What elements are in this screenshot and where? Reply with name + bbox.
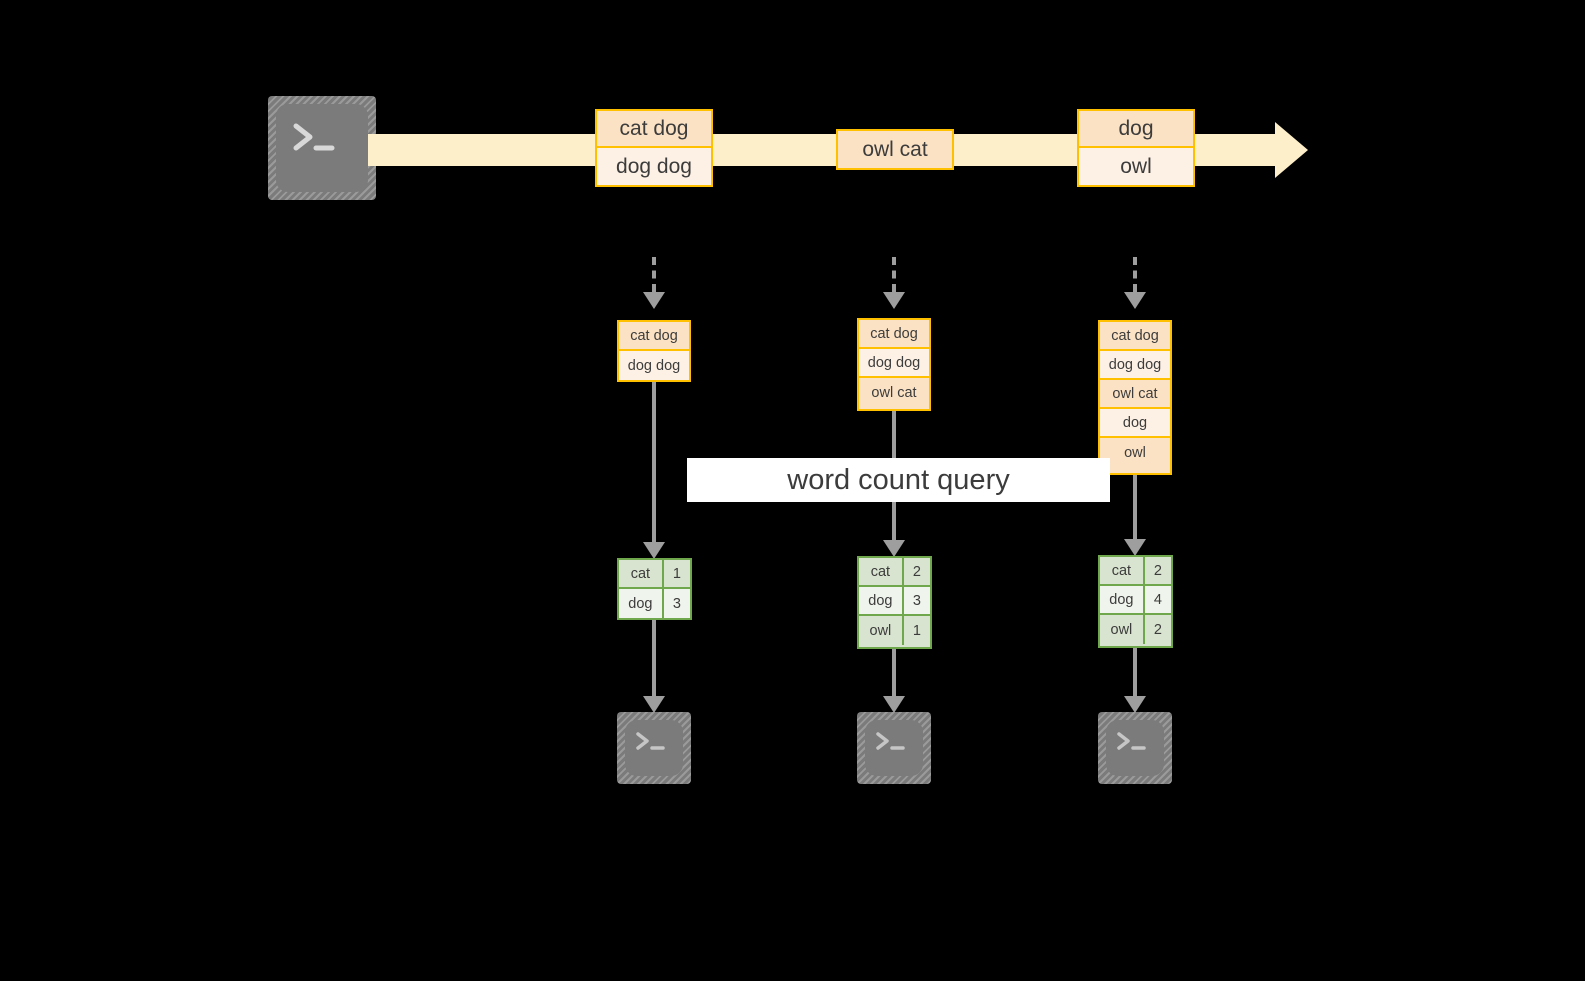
producer-terminal-icon — [268, 96, 376, 200]
result-count: 3 — [903, 587, 930, 614]
result-count: 2 — [903, 558, 930, 585]
stream-event-group-3: dog owl — [1077, 109, 1195, 187]
snapshot-input-row: cat dog — [859, 320, 929, 349]
result-word: dog — [619, 589, 664, 618]
result-row: dog 3 — [859, 587, 930, 616]
snapshot-1-consumer-terminal-icon — [617, 712, 691, 784]
result-word: cat — [619, 560, 664, 587]
snapshot-3-consumer-terminal-icon — [1098, 712, 1172, 784]
snapshot-1-input-box: cat dog dog dog — [617, 320, 691, 382]
snapshot-input-row: owl cat — [859, 378, 929, 407]
snapshot-3-query-line — [1133, 475, 1137, 539]
stream-event-row: cat dog — [597, 111, 711, 148]
result-count: 4 — [1144, 586, 1171, 613]
stream-tap-arrowhead-2 — [883, 292, 905, 309]
terminal-screen — [625, 720, 683, 776]
snapshot-input-row: owl cat — [1100, 380, 1170, 409]
snapshot-1-query-line — [652, 382, 656, 542]
terminal-prompt-glyph — [876, 732, 905, 750]
snapshot-2-output-arrowhead — [883, 696, 905, 713]
snapshot-input-row: cat dog — [619, 322, 689, 351]
result-count: 2 — [1144, 615, 1171, 644]
terminal-screen — [865, 720, 923, 776]
snapshot-1-output-line — [652, 620, 656, 696]
stream-event-row: dog dog — [597, 148, 711, 185]
snapshot-3-result-table: cat 2 dog 4 owl 2 — [1098, 555, 1173, 648]
result-word: owl — [859, 616, 904, 645]
result-count: 3 — [663, 589, 690, 618]
result-count: 1 — [663, 560, 690, 587]
snapshot-input-row: dog dog — [619, 351, 689, 380]
snapshot-input-row: owl — [1100, 438, 1170, 467]
terminal-prompt-glyph — [1117, 732, 1146, 750]
snapshot-2-input-box: cat dog dog dog owl cat — [857, 318, 931, 411]
snapshot-3-output-arrowhead — [1124, 696, 1146, 713]
stream-tap-line-3 — [1133, 257, 1137, 292]
snapshot-2-consumer-terminal-icon — [857, 712, 931, 784]
snapshot-2-result-table: cat 2 dog 3 owl 1 — [857, 556, 932, 649]
result-row: owl 1 — [859, 616, 930, 645]
stream-tap-line-1 — [652, 257, 656, 292]
result-row: cat 2 — [1100, 557, 1171, 586]
snapshot-2-output-line — [892, 649, 896, 696]
snapshot-1-output-arrowhead — [643, 696, 665, 713]
snapshot-3-output-line — [1133, 648, 1137, 696]
terminal-prompt-glyph — [293, 123, 335, 151]
result-row: dog 3 — [619, 589, 690, 618]
result-count: 1 — [903, 616, 930, 645]
result-row: cat 1 — [619, 560, 690, 589]
result-word: dog — [859, 587, 904, 614]
stream-tap-arrowhead-3 — [1124, 292, 1146, 309]
result-word: owl — [1100, 615, 1145, 644]
result-row: dog 4 — [1100, 586, 1171, 615]
snapshot-input-row: cat dog — [1100, 322, 1170, 351]
snapshot-2-query-arrowhead — [883, 540, 905, 557]
event-stream-arrowhead — [1275, 122, 1308, 178]
snapshot-input-row: dog — [1100, 409, 1170, 438]
snapshot-input-row: dog dog — [859, 349, 929, 378]
terminal-screen — [276, 104, 368, 192]
stream-event-group-2: owl cat — [836, 129, 954, 170]
result-row: owl 2 — [1100, 615, 1171, 644]
snapshot-input-row: dog dog — [1100, 351, 1170, 380]
snapshot-1-query-arrowhead — [643, 542, 665, 559]
stream-event-row: owl — [1079, 148, 1193, 185]
terminal-prompt-glyph — [636, 732, 665, 750]
stream-event-row: owl cat — [838, 131, 952, 168]
result-word: cat — [1100, 557, 1145, 584]
stream-event-row: dog — [1079, 111, 1193, 148]
stream-event-group-1: cat dog dog dog — [595, 109, 713, 187]
stream-tap-arrowhead-1 — [643, 292, 665, 309]
result-word: dog — [1100, 586, 1145, 613]
snapshot-3-input-box: cat dog dog dog owl cat dog owl — [1098, 320, 1172, 475]
terminal-screen — [1106, 720, 1164, 776]
snapshot-1-result-table: cat 1 dog 3 — [617, 558, 692, 620]
result-row: cat 2 — [859, 558, 930, 587]
result-word: cat — [859, 558, 904, 585]
snapshot-3-query-arrowhead — [1124, 539, 1146, 556]
stream-tap-line-2 — [892, 257, 896, 292]
query-label: word count query — [687, 458, 1110, 502]
result-count: 2 — [1144, 557, 1171, 584]
